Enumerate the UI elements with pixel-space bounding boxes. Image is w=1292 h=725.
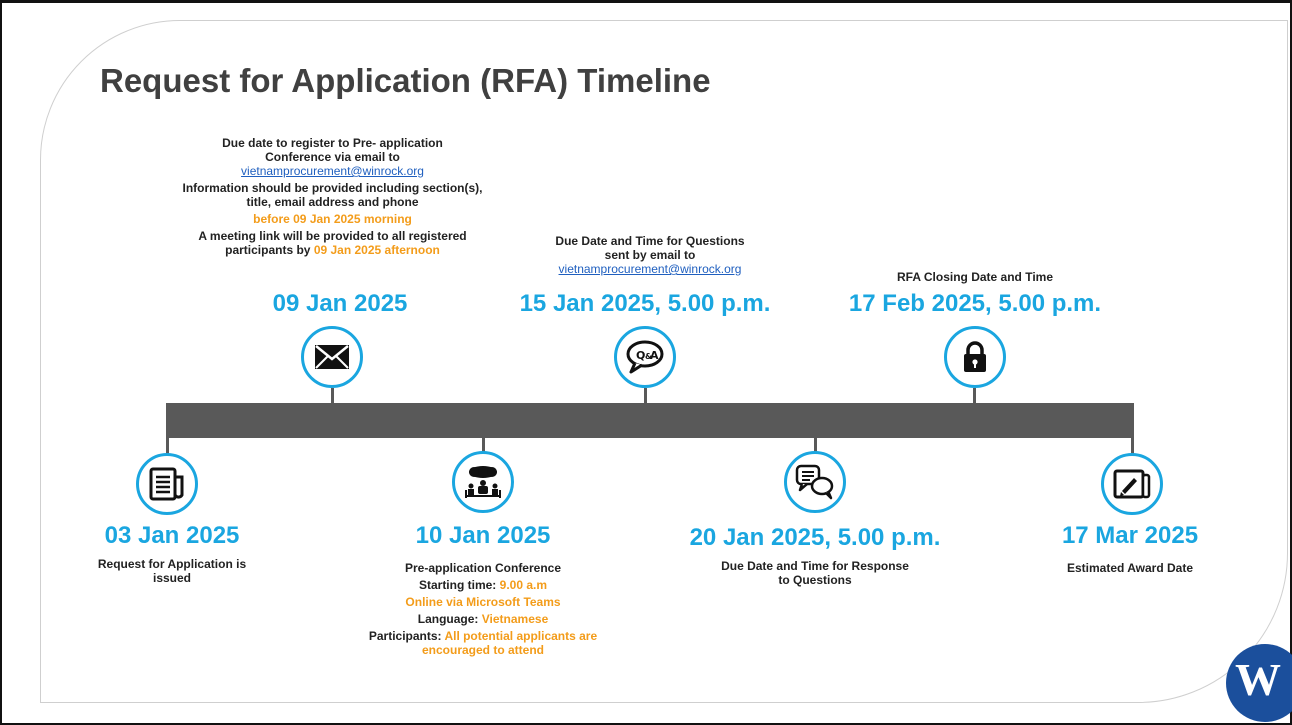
conference-lang-label: Language:: [417, 612, 479, 626]
timeline-stem: [1131, 437, 1134, 455]
timeline-stem: [166, 437, 169, 455]
svg-text:A: A: [650, 349, 659, 362]
conference-online: Online via Microsoft Teams: [405, 595, 561, 609]
event-date-17-mar: 17 Mar 2025: [1061, 522, 1199, 549]
envelope-icon: [315, 345, 349, 369]
page-title: Request for Application (RFA) Timeline: [100, 62, 711, 99]
event-circle-conference: [452, 451, 514, 513]
questions-info-block: Due Date and Time for Questions sent by …: [520, 234, 780, 276]
event-date-10-jan: 10 Jan 2025: [415, 522, 551, 549]
event-circle-response: [784, 451, 846, 513]
questions-line1: Due Date and Time for Questions: [555, 234, 745, 248]
issued-desc: Request for Application is issued: [97, 557, 247, 585]
lock-icon: [964, 341, 986, 372]
questions-email-link[interactable]: vietnamprocurement@winrock.org: [558, 262, 742, 276]
timeline-stem: [644, 388, 647, 404]
register-line2: Conference via email to: [265, 150, 400, 164]
logo-letter: W: [1235, 654, 1281, 705]
register-info-deadline: before 09 Jan 2025 morning: [253, 212, 412, 226]
conference-part-value: All potential applicants are encouraged …: [421, 629, 598, 657]
event-circle-closing: [944, 326, 1006, 388]
timeline-stem: [482, 437, 485, 453]
event-date-17-feb: 17 Feb 2025, 5.00 p.m.: [848, 290, 1102, 317]
event-circle-award: [1101, 453, 1163, 515]
event-date-09-jan: 09 Jan 2025: [272, 290, 408, 317]
response-chat-icon: [795, 464, 834, 500]
closing-line1: RFA Closing Date and Time: [896, 270, 1054, 284]
closing-info-block: RFA Closing Date and Time: [850, 270, 1100, 284]
questions-line2: sent by email to: [604, 248, 696, 262]
conference-info-block: Pre-application Conference Starting time…: [343, 561, 623, 660]
document-icon: [149, 467, 184, 501]
event-circle-questions: Q & A: [614, 326, 676, 388]
register-email-link[interactable]: vietnamprocurement@winrock.org: [241, 164, 424, 178]
register-info-text: Information should be provided including…: [182, 181, 483, 209]
conference-icon: [465, 466, 501, 498]
svg-text:&: &: [645, 352, 652, 361]
event-circle-register: [301, 326, 363, 388]
conference-part-label: Participants:: [368, 629, 442, 643]
meeting-link-date: 09 Jan 2025 afternoon: [313, 243, 440, 257]
event-date-03-jan: 03 Jan 2025: [104, 522, 240, 549]
event-date-15-jan: 15 Jan 2025, 5.00 p.m.: [519, 290, 771, 317]
svg-text:Q: Q: [636, 349, 645, 362]
register-info-block: Due date to register to Pre- application…: [180, 136, 485, 257]
event-date-20-jan: 20 Jan 2025, 5.00 p.m.: [689, 524, 941, 551]
response-desc: Due Date and Time for Response to Questi…: [721, 559, 909, 587]
signature-icon: [1113, 469, 1151, 499]
timeline-stem: [331, 388, 334, 404]
conference-start-value: 9.00 a.m: [499, 578, 548, 592]
conference-lang-value: Vietnamese: [481, 612, 549, 626]
event-circle-issued: [136, 453, 198, 515]
meeting-link-text: A meeting link will be provided to all r…: [198, 229, 467, 257]
timeline-stem: [973, 388, 976, 404]
conference-start-label: Starting time:: [418, 578, 497, 592]
timeline-bar: [166, 403, 1134, 438]
qa-bubble-icon: Q & A: [626, 340, 664, 374]
winrock-logo: W: [1226, 644, 1292, 722]
conference-line1: Pre-application Conference: [404, 561, 562, 575]
slide-card: [40, 20, 1288, 703]
award-desc: Estimated Award Date: [1066, 561, 1194, 575]
timeline-stem: [814, 437, 817, 453]
register-line1: Due date to register to Pre- application: [222, 136, 443, 150]
